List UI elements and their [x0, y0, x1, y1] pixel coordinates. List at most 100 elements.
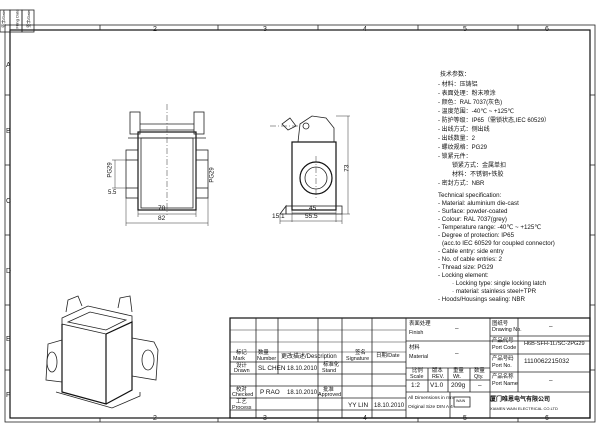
zone-top-4: 4 — [363, 26, 367, 33]
approved-cn: 批准 — [323, 387, 334, 393]
spec-en-line: - Surface: powder-coated — [438, 208, 508, 215]
qty-cn: 数量 — [474, 368, 485, 374]
dim-45: 45 — [309, 205, 317, 212]
spec-cn-line: - 防护等级：IP65（需锁状态,IEC 60529） — [438, 118, 551, 124]
part-name-en: Port Name — [492, 381, 518, 387]
rev-value: V1.0 — [430, 382, 444, 389]
part-no-en: Port No. — [492, 363, 512, 369]
spec-cn-line: 锁紧方式：金属单扣 — [452, 163, 507, 169]
title-block-lines — [229, 317, 591, 419]
material-en: Material — [409, 354, 429, 360]
approved-date: 18.10.2010 — [374, 403, 405, 409]
hdr-desc: 更改描述/Description — [281, 354, 337, 360]
process-cn: 工艺 — [236, 399, 247, 405]
zone-top-3: 3 — [263, 26, 267, 33]
spec-cn-line: - 表面处理：粉末喷涂 — [438, 91, 496, 97]
product-code-value: H6B-SFH-1L/SC-2PG29 — [524, 341, 585, 347]
hdr-num-en: Number — [257, 356, 277, 362]
dim-70: 70 — [158, 205, 166, 212]
drawn-en: Drawn — [234, 368, 250, 374]
product-code-en: Port Code — [492, 345, 517, 351]
spec-en-line: - Material: aluminium die-cast — [438, 200, 519, 207]
std-cn: 标准化 — [323, 362, 340, 368]
spec-en-line: · Locking type: single locking latch — [452, 280, 546, 287]
hdr-mark-cn: 标记 — [236, 350, 247, 356]
approved-en: Approved — [318, 392, 342, 398]
spec-en-line: · material: stainless steel+TPR — [452, 288, 537, 295]
spec-cn-line: - 材料：压铸铝 — [438, 82, 478, 88]
scale-cn: 比例 — [412, 368, 423, 374]
part-name-value: – — [549, 377, 553, 384]
spec-en-line: - Colour: RAL 7037(grey) — [438, 216, 507, 223]
dim-55-5: 55.5 — [305, 213, 318, 220]
hdr-sig-cn: 签名 — [355, 350, 366, 356]
spec-cn-line: - 锁紧元件： — [438, 154, 472, 160]
company-name-cn: 厦门唯恩电气有限公司 — [490, 397, 551, 403]
zone-left-f: F — [6, 392, 11, 399]
dim-15-1: 15.1 — [272, 213, 285, 220]
dim-pg29-left: PG29 — [107, 162, 114, 178]
part-name-cn: 产品名称 — [492, 374, 514, 380]
zone-bottom-2: 2 — [153, 415, 157, 422]
spec-en-title: Technical specification: — [438, 192, 502, 199]
finish-value: – — [455, 325, 459, 332]
spec-en-line: - Locking element: — [438, 272, 489, 279]
weight-en: Wt. — [453, 374, 462, 380]
hdr-date: 日期/Date — [376, 353, 400, 359]
spec-cn-line: - 温度范围：-40℃ ~ +125℃ — [438, 109, 515, 115]
side-tab-2: Filing Date — [14, 9, 20, 29]
note-dimensions: All Dimensions in mm — [408, 396, 455, 401]
zone-top-6: 6 — [545, 26, 549, 33]
hdr-mark-en: Mark — [233, 356, 245, 362]
scale-value: 1:2 — [411, 382, 420, 389]
side-tab-3: 签字/Date — [25, 10, 31, 28]
finish-en: Finish — [409, 330, 424, 336]
drawing-no-value: – — [549, 323, 553, 330]
zone-left-b: B — [6, 128, 11, 135]
zone-left-e: E — [6, 336, 11, 343]
zone-left-d: D — [6, 268, 12, 275]
zone-top-2: 2 — [153, 26, 157, 33]
spec-cn-line: - 密封方式：NBR — [438, 181, 485, 187]
weight-cn: 重量 — [453, 368, 464, 374]
company-logo: WAIN — [456, 399, 466, 403]
spec-cn-line: 材料：不锈钢+铁胶 — [452, 172, 504, 178]
part-no-cn: 产品号码 — [492, 356, 514, 362]
spec-en-line: - No. of cable entries: 2 — [438, 256, 502, 263]
hdr-num-cn: 数量 — [258, 350, 269, 356]
rev-cn: 版本 — [432, 368, 443, 374]
spec-cn-title: 技术参数： — [440, 72, 471, 78]
company-name-en: XIAMEN WAIN ELECTRICAL CO.LTD — [490, 406, 558, 411]
side-tab-1: 签字/Date — [0, 10, 6, 28]
checked-cn: 校对 — [236, 387, 247, 393]
process-en: Process — [232, 405, 252, 411]
spec-en-line: - Hoods/Housings sealing: NBR — [438, 296, 526, 303]
zone-bottom-5: 5 — [463, 415, 467, 422]
drawn-cn: 设计 — [236, 363, 247, 369]
material-value: – — [455, 350, 459, 357]
weight-value: 209g — [451, 382, 466, 389]
part-no-value: 1110062215032 — [524, 358, 570, 365]
product-code-cn: 产品代号 — [492, 338, 514, 344]
checked-date: 18.10.2010 — [287, 390, 318, 396]
drawing-no-cn: 图纸号 — [492, 321, 509, 327]
spec-cn-line: - 颜色：RAL 7037(灰色) — [438, 100, 503, 106]
qty-value: – — [478, 382, 482, 389]
finish-cn: 表面处理 — [409, 321, 431, 327]
dim-73: 73 — [343, 164, 351, 172]
dim-5-5: 5.5 — [108, 190, 117, 196]
spec-en-line: - Degree of protection: IP65 — [438, 232, 515, 239]
drawn-by: SL CHEN — [258, 365, 286, 372]
spec-en-line: - Temperature range: -40℃ ~ +125℃ — [438, 224, 542, 231]
scale-en: Scale — [410, 374, 424, 380]
zone-bottom-6: 6 — [545, 415, 549, 422]
spec-cn-line: - 螺纹规格：PG29 — [438, 145, 488, 151]
spec-en-line: - Thread size: PG29 — [438, 264, 494, 271]
zone-left-c: C — [6, 198, 12, 205]
checked-en: Checked — [232, 392, 254, 398]
spec-cn-line: - 出线数量：2 — [438, 136, 476, 142]
iso-view — [45, 295, 159, 409]
drawn-date: 18.10.2010 — [287, 366, 318, 372]
